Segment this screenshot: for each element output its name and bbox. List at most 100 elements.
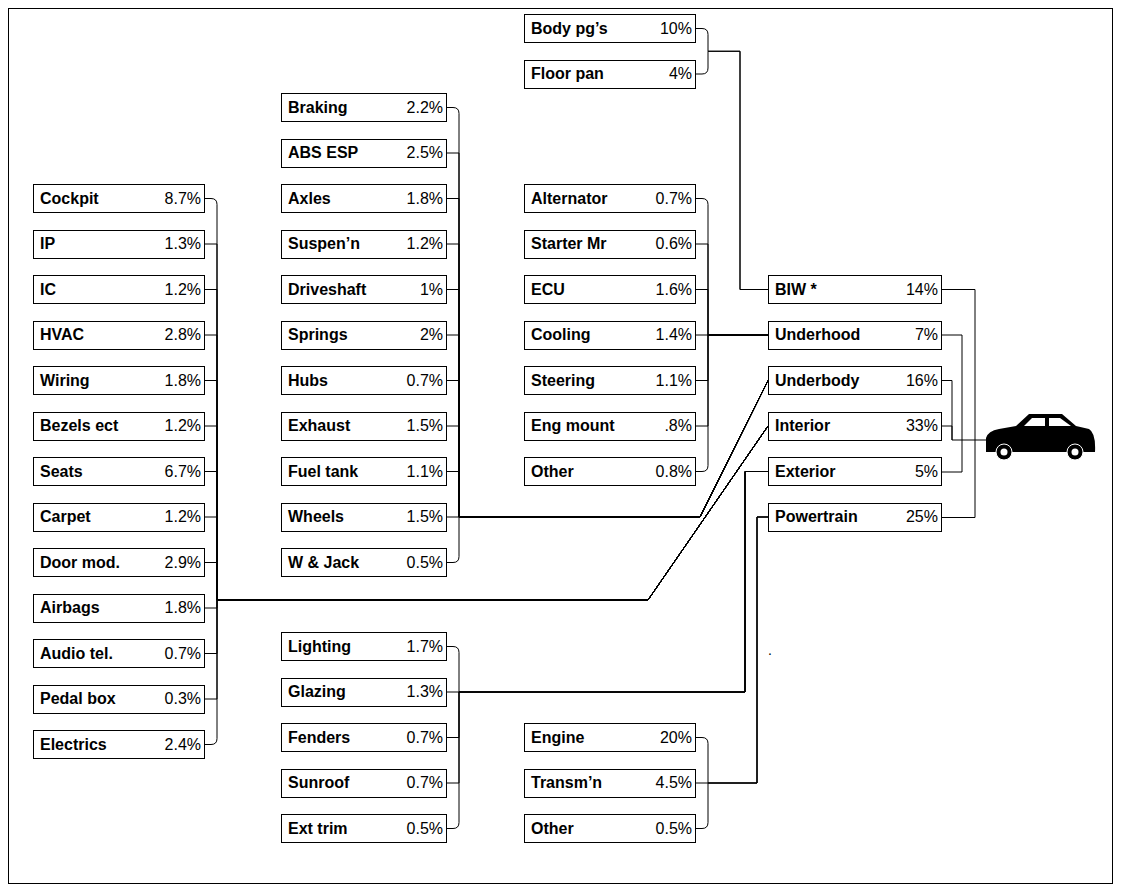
cost-share: 1.8% <box>403 190 443 208</box>
cost-share: 2.5% <box>403 144 443 162</box>
cost-box: Underbody16% <box>768 366 942 395</box>
cost-share: 2.9% <box>161 554 201 572</box>
bracket-connector <box>205 290 768 601</box>
bracket-connector <box>447 381 768 563</box>
cost-box: Engine20% <box>524 723 696 752</box>
part-name: Exhaust <box>288 417 350 435</box>
part-name: Other <box>531 463 574 481</box>
cost-share: 0.6% <box>652 235 692 253</box>
cost-box: Other 0.5% <box>524 814 696 843</box>
cost-box: Suspen’n1.2% <box>281 230 447 259</box>
part-name: Fenders <box>288 729 350 747</box>
cost-share: 1.1% <box>403 463 443 481</box>
part-name: Exterior <box>775 463 835 481</box>
cost-share: 1.2% <box>161 281 201 299</box>
cost-box: Wheels 1.5% <box>281 503 447 532</box>
bracket-connector <box>447 472 768 784</box>
cost-share: 1.3% <box>161 235 201 253</box>
cost-box: Steering1.1% <box>524 366 696 395</box>
cost-box: Other 0.8% <box>524 457 696 486</box>
cost-share: 0.5% <box>403 820 443 838</box>
cost-share: 1.2% <box>161 508 201 526</box>
cost-share: 16% <box>902 372 938 390</box>
bracket-connector <box>447 108 768 518</box>
cost-box: ABS ESP 2.5% <box>281 139 447 168</box>
bracket-connector <box>696 244 768 335</box>
cost-share: 1.7% <box>403 638 443 656</box>
part-name: Wiring <box>40 372 90 390</box>
cost-share: 0.3% <box>161 690 201 708</box>
part-name: Fuel tank <box>288 463 358 481</box>
cost-box: Floor pan4% <box>524 60 696 89</box>
cost-share: 1.8% <box>161 372 201 390</box>
bracket-connector <box>205 381 768 601</box>
bracket-connector <box>447 199 768 518</box>
bracket-connector <box>696 290 768 336</box>
cost-share: 0.7% <box>652 190 692 208</box>
car-illustration <box>986 414 1095 460</box>
part-name: ABS ESP <box>288 144 358 162</box>
cost-share: 0.5% <box>403 554 443 572</box>
car-feed-lines <box>942 290 986 518</box>
part-name: Carpet <box>40 508 91 526</box>
part-name: Starter Mr <box>531 235 607 253</box>
part-name: Driveshaft <box>288 281 366 299</box>
cost-box: Cooling1.4% <box>524 321 696 350</box>
cost-box: W & Jack 0.5% <box>281 548 447 577</box>
part-name: Lighting <box>288 638 351 656</box>
part-name: Other <box>531 820 574 838</box>
cost-share: 33% <box>902 417 938 435</box>
cost-box: ECU1.6% <box>524 275 696 304</box>
cost-box: Glazing1.3% <box>281 678 447 707</box>
cost-share: 0.5% <box>652 820 692 838</box>
cost-box: Axles 1.8% <box>281 184 447 213</box>
cost-box: Door mod. 2.9% <box>33 548 205 577</box>
cost-box: Seats6.7% <box>33 457 205 486</box>
part-name: Hubs <box>288 372 328 390</box>
cost-share: 1.2% <box>161 417 201 435</box>
part-name: W & Jack <box>288 554 359 572</box>
cost-share: 0.8% <box>652 463 692 481</box>
part-name: Powertrain <box>775 508 858 526</box>
cost-share: 1.5% <box>403 417 443 435</box>
part-name: Ext trim <box>288 820 348 838</box>
bracket-connector <box>205 426 768 600</box>
cost-box: Interior 33% <box>768 412 942 441</box>
part-name: Axles <box>288 190 331 208</box>
part-name: Wheels <box>288 508 344 526</box>
cost-share: 1.8% <box>161 599 201 617</box>
cost-box: Underhood7% <box>768 321 942 350</box>
bracket-connector <box>696 199 768 336</box>
cost-share: 1.6% <box>652 281 692 299</box>
part-name: Glazing <box>288 683 346 701</box>
part-name: HVAC <box>40 326 84 344</box>
cost-share: 25% <box>902 508 938 526</box>
cost-box: Bezels ect 1.2% <box>33 412 205 441</box>
part-name: Audio tel. <box>40 645 113 663</box>
part-name: Bezels ect <box>40 417 118 435</box>
cost-share: 2.8% <box>161 326 201 344</box>
bracket-connector <box>447 472 768 693</box>
part-name: Pedal box <box>40 690 116 708</box>
part-name: Door mod. <box>40 554 120 572</box>
cost-share: .8% <box>660 417 692 435</box>
cost-share: 2% <box>416 326 443 344</box>
cost-box: Audio tel. 0.7% <box>33 639 205 668</box>
bracket-connector <box>447 153 768 517</box>
bracket-connector <box>447 472 768 738</box>
bracket-connector <box>205 426 768 699</box>
cost-share: 5% <box>911 463 938 481</box>
cost-share: 1.5% <box>403 508 443 526</box>
cost-box: Transm’n4.5% <box>524 769 696 798</box>
bracket-connector <box>205 426 768 600</box>
cost-share: 0.7% <box>161 645 201 663</box>
cost-box: Springs2% <box>281 321 447 350</box>
part-name: Interior <box>775 417 830 435</box>
cost-share: 2.4% <box>161 736 201 754</box>
part-name: Cockpit <box>40 190 99 208</box>
cost-share: 7% <box>911 326 938 344</box>
bracket-connector <box>205 426 768 600</box>
part-name: Alternator <box>531 190 607 208</box>
cost-share: 2.2% <box>403 99 443 117</box>
part-name: Steering <box>531 372 595 390</box>
